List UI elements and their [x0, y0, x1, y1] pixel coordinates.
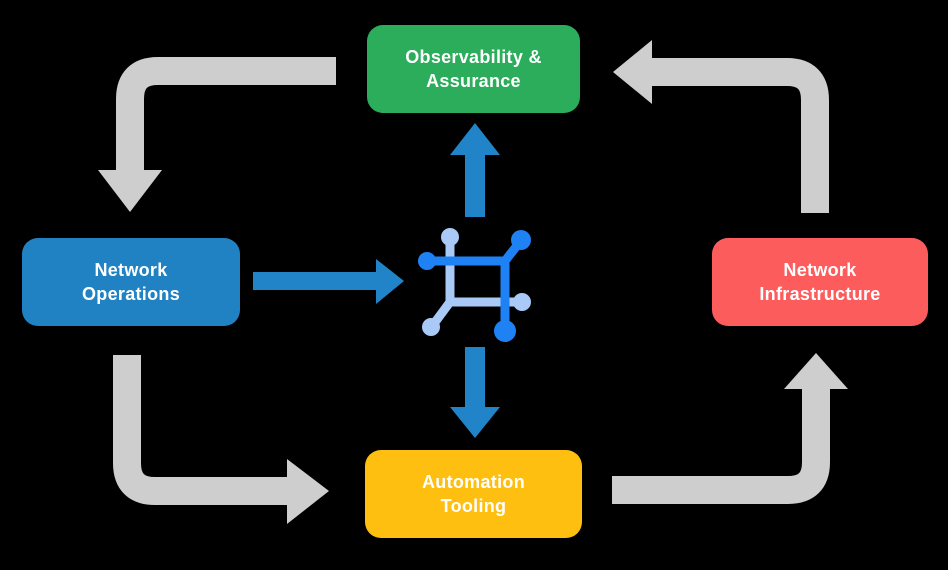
arrow-automation-to-infrastructure — [612, 353, 848, 504]
arrow-center-to-automation — [450, 347, 500, 438]
node-observability-assurance: Observability & Assurance — [367, 25, 580, 113]
network-nodes-icon — [418, 228, 531, 342]
arrow-operations-to-automation — [113, 355, 329, 524]
node-network-operations-label: Network Operations — [81, 260, 181, 304]
node-network-infrastructure: Network Infrastructure — [712, 238, 928, 326]
arrow-infrastructure-to-observability — [613, 40, 829, 213]
node-network-operations: Network Operations — [22, 238, 240, 326]
node-network-infrastructure-label: Network Infrastructure — [759, 260, 881, 304]
node-automation-tooling: Automation Tooling — [365, 450, 582, 538]
node-automation-tooling-label: Automation Tooling — [422, 472, 525, 516]
arrow-center-to-observability — [450, 123, 500, 217]
arrow-observability-to-operations — [98, 57, 336, 212]
node-observability-assurance-label: Observability & Assurance — [405, 47, 542, 91]
arrow-operations-to-center — [253, 259, 404, 304]
